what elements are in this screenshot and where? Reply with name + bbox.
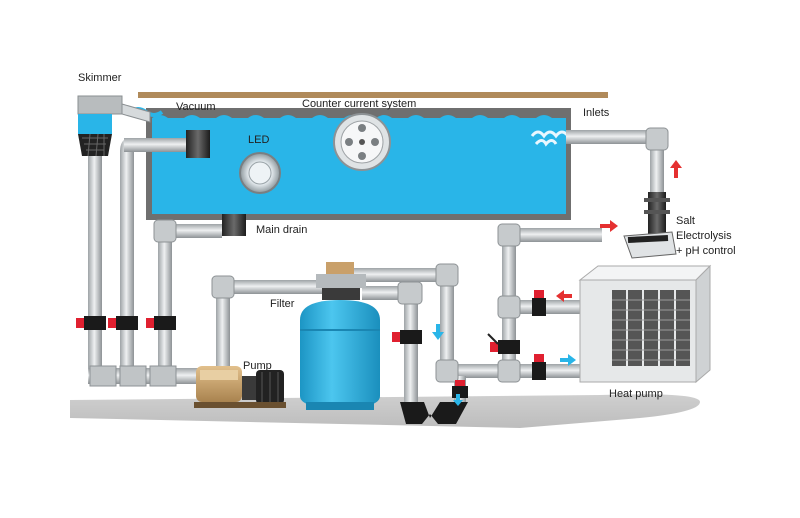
label-salt-line-1: Salt [676,215,695,227]
label-vacuum: Vacuum [176,101,216,113]
heat-pump-grille [612,290,690,366]
sand-filter [300,262,380,410]
circulation-pump [194,366,286,408]
valve-heatpump-in [532,290,546,316]
main-drain [222,214,246,236]
label-main-drain: Main drain [256,224,308,236]
arrow-down-drain [453,394,463,406]
arrow-left-heatpump [556,290,572,302]
counter-current-unit [333,113,391,171]
label-led: LED [248,134,270,146]
label-skimmer: Skimmer [78,72,122,84]
valve-filter-out [392,330,422,344]
label-counter-current: Counter current system [302,98,417,110]
pool-coping [138,92,608,98]
arrow-down-filter [432,324,444,340]
label-inlets: Inlets [583,107,610,119]
valve-vacuum [108,316,138,330]
label-pump: Pump [243,360,272,372]
valve-heatpump-out [532,354,546,380]
valve-skimmer [76,316,106,330]
vacuum-outlet [130,130,210,158]
label-salt-line-3: + pH control [676,245,736,257]
salt-electrolysis-unit [623,192,677,259]
led-light [239,152,281,194]
valve-bypass [487,333,520,354]
drain-sump [400,402,468,424]
label-filter: Filter [270,298,295,310]
valve-main-drain [146,316,176,330]
arrow-right-heatpump [560,354,576,366]
label-salt-line-2: Electrolysis [676,230,732,242]
valves [76,290,546,398]
arrow-right-salt [600,220,618,232]
pipe-fittings [153,127,669,383]
ground [70,394,700,428]
skimmer [77,95,151,157]
inlet-jets [530,130,570,147]
heat-pump-unit [578,264,712,384]
arrow-up-inlet [670,160,682,178]
label-heat-pump: Heat pump [609,388,663,400]
flow-arrows [432,160,682,406]
